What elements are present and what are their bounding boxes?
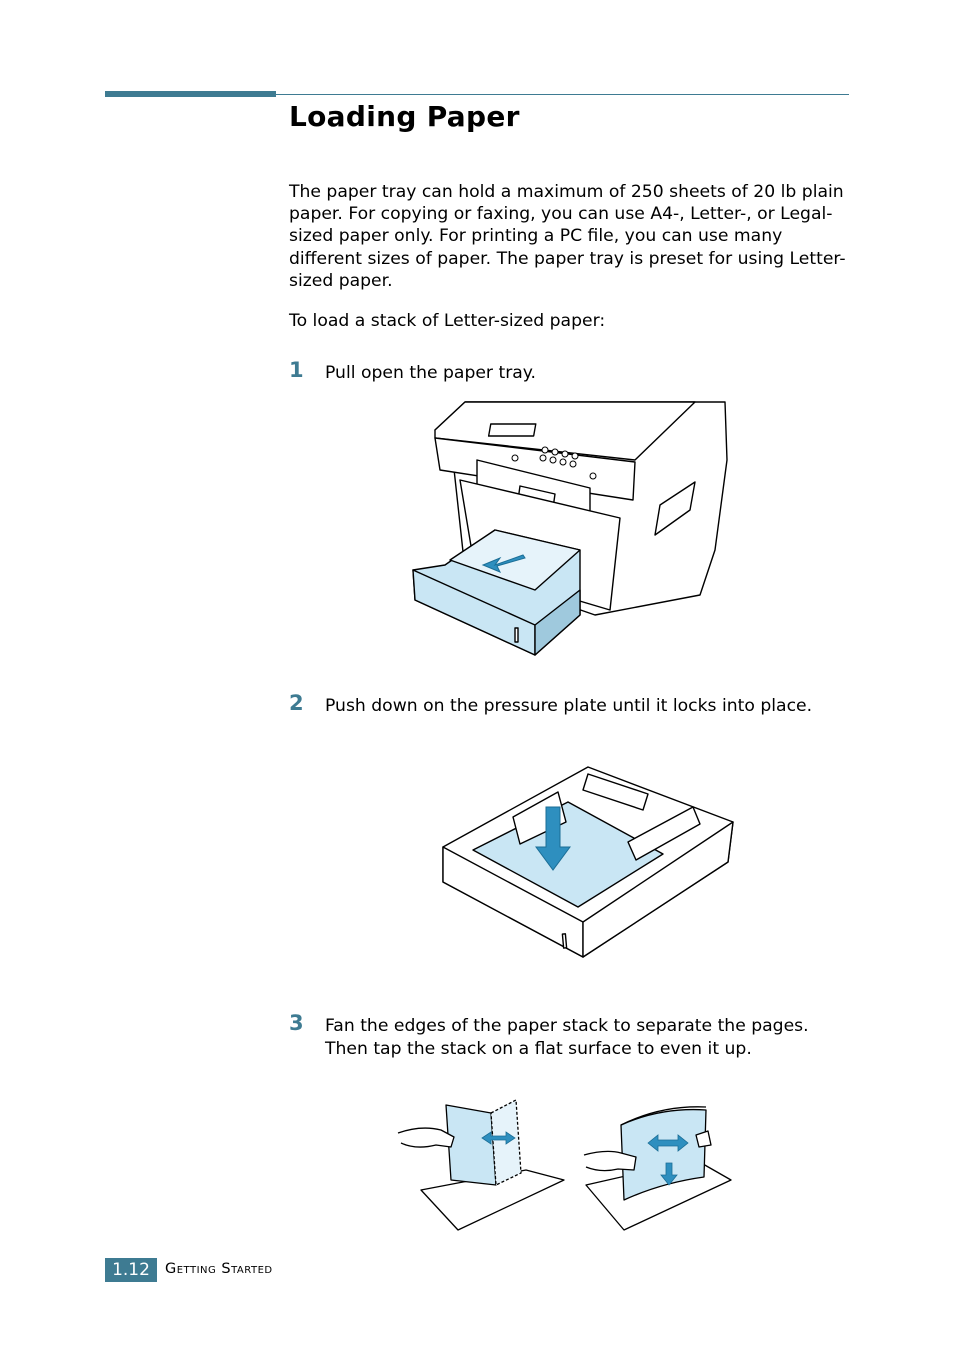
step-text: Pull open the paper tray. [325, 363, 536, 383]
pressure-plate-illustration [442, 766, 734, 958]
page-title: Loading Paper [289, 100, 520, 133]
step-number: 1 [289, 358, 304, 382]
header-rule-thin [276, 94, 849, 95]
step-number: 2 [289, 691, 304, 715]
intro-paragraph: The paper tray can hold a maximum of 250… [289, 182, 846, 291]
step-text: Fan the edges of the paper stack to sepa… [325, 1016, 809, 1059]
header-rule-thick [105, 91, 276, 97]
step-text: Push down on the pressure plate until it… [325, 696, 813, 716]
step-number: 3 [289, 1011, 304, 1035]
instruction-lead: To load a stack of Letter-sized paper: [289, 311, 606, 331]
fan-paper-illustration [397, 1099, 732, 1231]
page-number: 1.12 [105, 1258, 157, 1282]
printer-tray-illustration [412, 401, 728, 656]
section-name: Getting Started [165, 1261, 273, 1277]
